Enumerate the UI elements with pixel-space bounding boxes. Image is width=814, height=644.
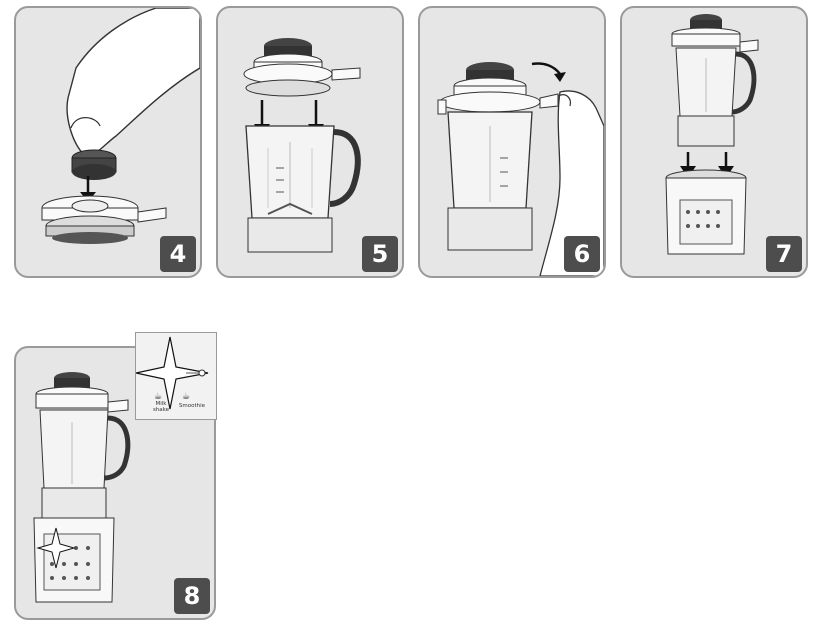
step-number-badge: 6 [564,236,600,272]
step-6-panel: 6 [418,6,606,278]
step-number-badge: 8 [174,578,210,614]
svg-text:☕: ☕ [182,392,190,402]
lock-lid-illustration [437,62,604,276]
select-program-illustration [33,372,131,603]
step-number-badge: 7 [766,236,802,272]
milkshake-label: Milk shake [152,401,170,413]
step-number-badge: 5 [362,236,398,272]
place-jug-illustration [665,14,759,255]
step-7-panel: 7 [620,6,808,278]
smoothie-label: Smoothie [178,403,206,409]
control-panel-detail-inset: ☕ ☕ Milk shake Smoothie [135,332,217,420]
step-number-badge: 4 [160,236,196,272]
svg-text:☕: ☕ [154,392,162,402]
jug-lid-illustration [243,38,361,253]
step-5-panel: 5 [216,6,404,278]
lid-cap-illustration [41,8,200,244]
inset-sparkle-illustration: ☕ ☕ [136,336,209,410]
step-4-panel: 4 [14,6,202,278]
